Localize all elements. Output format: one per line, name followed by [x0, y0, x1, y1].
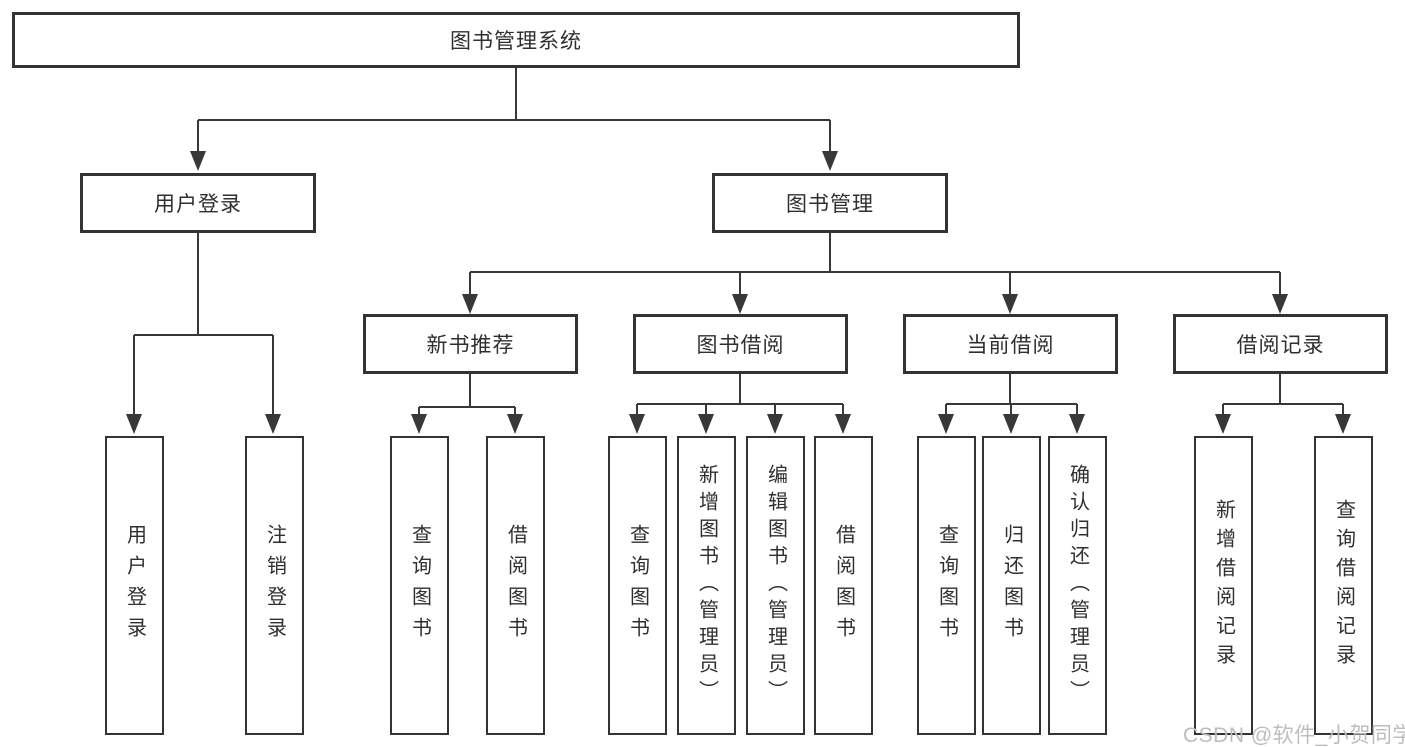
leaf-query-books-current: 查询图书 — [917, 436, 976, 735]
leaf-return-books: 归还图书 — [982, 436, 1041, 735]
leaf-add-book-admin: 新增图书（管理员） — [677, 436, 736, 735]
node-book-management: 图书管理 — [712, 173, 948, 233]
leaf-confirm-return-admin: 确认归还（管理员） — [1048, 436, 1107, 735]
leaf-borrow-books: 借阅图书 — [814, 436, 873, 735]
leaf-query-books-recommend: 查询图书 — [390, 436, 449, 735]
node-book-borrow: 图书借阅 — [633, 314, 848, 374]
leaf-add-borrow-record: 新增借阅记录 — [1194, 436, 1253, 735]
leaf-query-borrow-record: 查询借阅记录 — [1314, 436, 1373, 735]
leaf-query-books-borrow: 查询图书 — [608, 436, 667, 735]
node-borrow-records: 借阅记录 — [1173, 314, 1388, 374]
arrowheads — [126, 151, 1351, 434]
leaf-logout: 注销登录 — [245, 436, 304, 735]
leaf-borrow-books-recommend: 借阅图书 — [486, 436, 545, 735]
node-current-borrow: 当前借阅 — [903, 314, 1118, 374]
leaf-edit-book-admin: 编辑图书（管理员） — [746, 436, 805, 735]
node-root-system: 图书管理系统 — [12, 12, 1020, 68]
node-new-book-recommend: 新书推荐 — [363, 314, 578, 374]
leaf-user-login: 用户登录 — [105, 436, 164, 735]
watermark-text: CSDN @软件_小贺同学 — [1183, 724, 1405, 747]
node-user-login: 用户登录 — [80, 173, 316, 233]
